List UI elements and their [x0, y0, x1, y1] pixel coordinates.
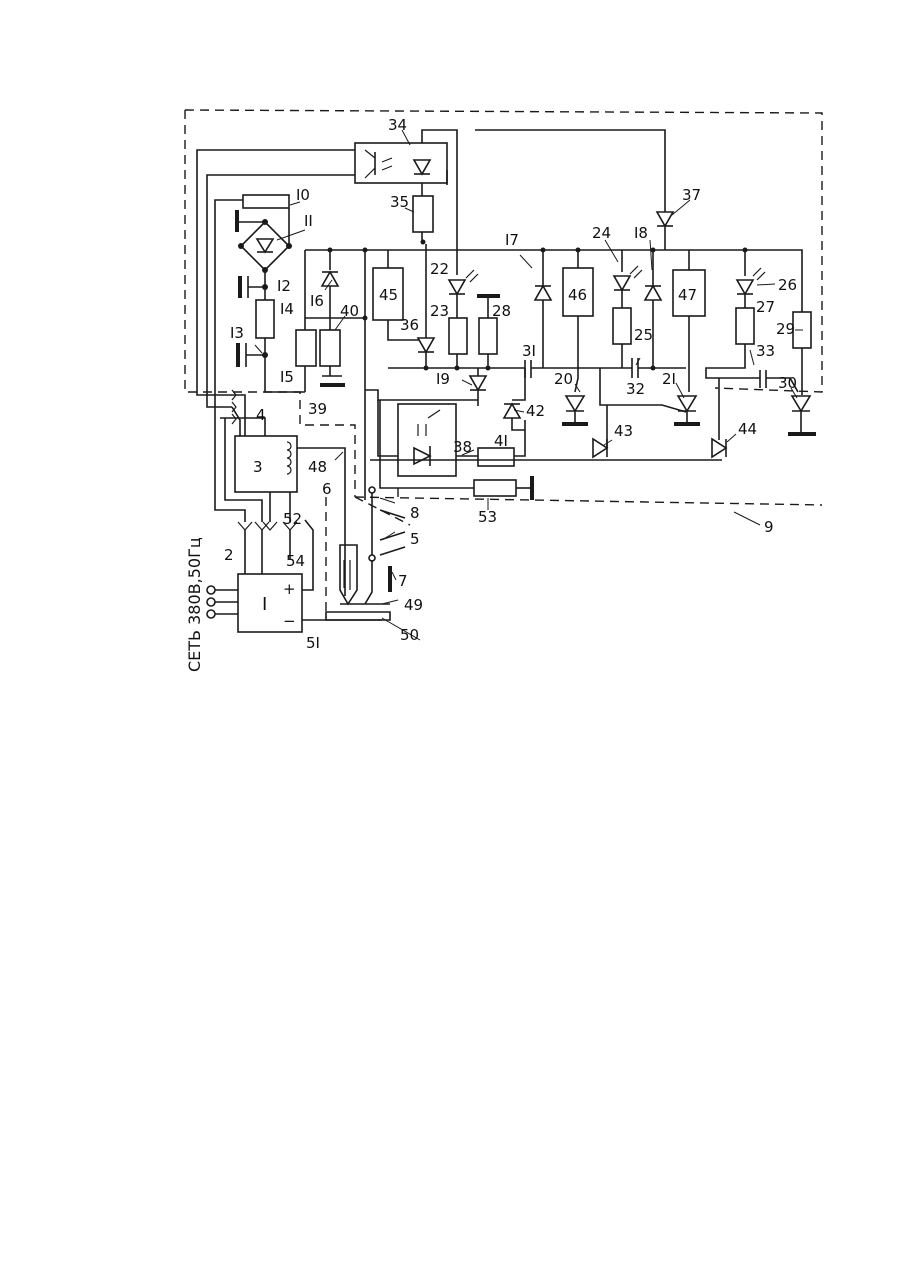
- label-21: 2I: [662, 370, 676, 388]
- led-22: [449, 244, 478, 368]
- label-41: 4I: [494, 432, 508, 450]
- block-label-47: 47: [678, 286, 697, 304]
- label-29: 29: [776, 320, 795, 338]
- label-15: I5: [280, 368, 294, 386]
- label-31: 3I: [522, 342, 536, 360]
- label-7: 7: [398, 572, 408, 590]
- label-34: 34: [388, 116, 407, 134]
- block-label-3: 3: [253, 458, 263, 476]
- block-47: [673, 250, 705, 392]
- workpiece-50: [326, 604, 390, 620]
- label-36: 36: [400, 316, 419, 334]
- polarity-plus: +: [283, 580, 296, 598]
- label-49: 49: [404, 596, 423, 614]
- label-43: 43: [614, 422, 633, 440]
- reference-designators: 34 I0 II I2 I4 I3 35 37 I7 24 I8 I6 40 2…: [224, 116, 797, 652]
- label-38: 38: [453, 438, 472, 456]
- diode-43: [593, 405, 607, 457]
- block-label-46: 46: [568, 286, 587, 304]
- label-16: I6: [310, 292, 324, 310]
- label-11: II: [304, 212, 313, 230]
- electrode-tool-49: [326, 497, 357, 618]
- label-25: 25: [634, 326, 653, 344]
- label-37: 37: [682, 186, 701, 204]
- diode-44: [712, 378, 726, 457]
- label-50: 50: [400, 626, 419, 644]
- label-17: I7: [505, 231, 519, 249]
- label-8: 8: [410, 504, 420, 522]
- zener-18: [645, 250, 661, 371]
- block-label-1: I: [262, 594, 267, 615]
- diode-ground-right: [788, 396, 816, 434]
- filter-chain: [238, 270, 305, 392]
- diode-20: [562, 396, 588, 424]
- zener-17: [535, 250, 551, 368]
- label-9: 9: [764, 518, 774, 536]
- label-23: 23: [430, 302, 449, 320]
- mains-label: СЕТЬ 380В,50Гц: [185, 537, 204, 672]
- resistor-35: [413, 196, 433, 245]
- diode-37: [657, 212, 673, 250]
- label-30: 30: [778, 374, 797, 392]
- label-20: 20: [554, 370, 573, 388]
- label-53: 53: [478, 508, 497, 526]
- label-2: 2: [224, 546, 234, 564]
- label-12: I2: [277, 277, 291, 295]
- label-32: 32: [626, 380, 645, 398]
- label-4: 4: [256, 406, 266, 424]
- label-22: 22: [430, 260, 449, 278]
- label-18: I8: [634, 224, 648, 242]
- label-35: 35: [390, 193, 409, 211]
- label-19: I9: [436, 370, 450, 388]
- label-10: I0: [296, 186, 310, 204]
- label-52: 52: [283, 510, 302, 528]
- polarity-minus: −: [283, 612, 296, 630]
- label-26: 26: [778, 276, 797, 294]
- block-label-45: 45: [379, 286, 398, 304]
- diode-42: [504, 404, 525, 430]
- label-14: I4: [280, 300, 294, 318]
- label-27: 27: [756, 298, 775, 316]
- optocoupler-34: [355, 143, 447, 183]
- label-28: 28: [492, 302, 511, 320]
- label-5: 5: [410, 530, 420, 548]
- label-48: 48: [308, 458, 327, 476]
- label-39: 39: [308, 400, 327, 418]
- label-42: 42: [526, 402, 545, 420]
- resistor-15: [296, 250, 316, 392]
- label-13: I3: [230, 324, 244, 342]
- label-6: 6: [322, 480, 332, 498]
- power-supply-block-1: [238, 520, 382, 632]
- label-24: 24: [592, 224, 611, 242]
- mains-input: [207, 586, 238, 618]
- label-44: 44: [738, 420, 757, 438]
- label-54: 54: [286, 552, 305, 570]
- label-33: 33: [756, 342, 775, 360]
- label-40: 40: [340, 302, 359, 320]
- label-51: 5I: [306, 634, 320, 652]
